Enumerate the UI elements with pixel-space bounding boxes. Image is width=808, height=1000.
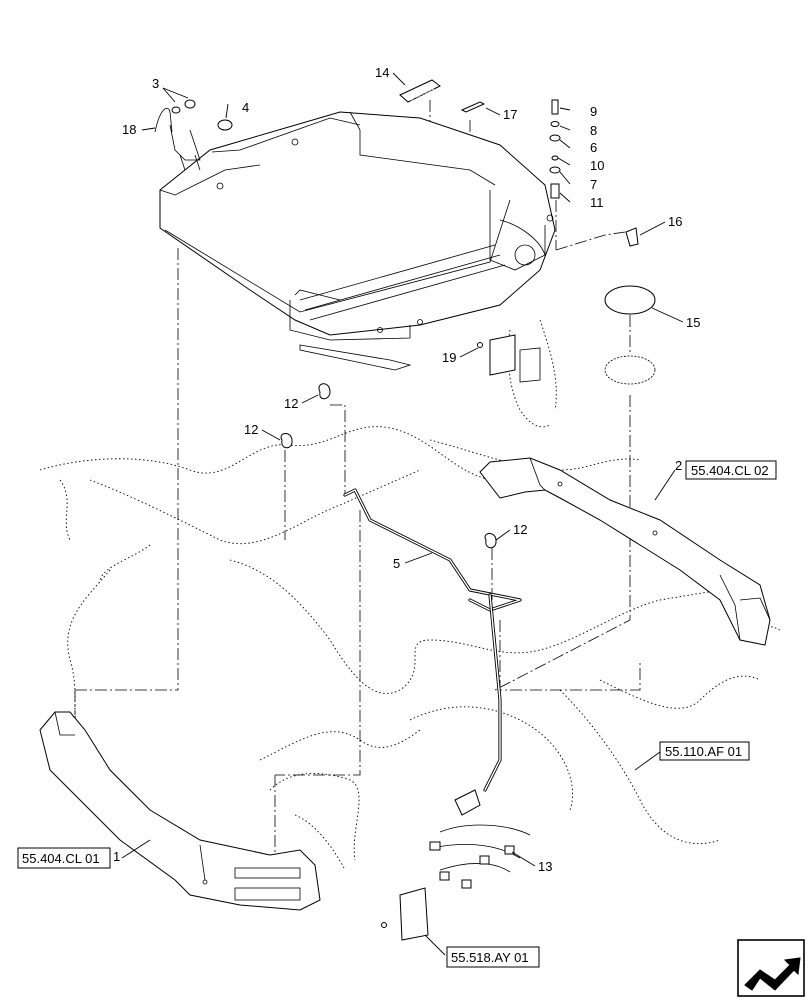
callout-15: 15 bbox=[686, 315, 700, 330]
reference-55-518-ay-01-text: 55.518.AY 01 bbox=[451, 950, 529, 965]
callout-8: 8 bbox=[590, 123, 597, 138]
callout-10: 10 bbox=[590, 158, 604, 173]
callout-13: 13 bbox=[538, 859, 552, 874]
seal-ring-15 bbox=[604, 285, 656, 385]
callout-9: 9 bbox=[590, 104, 597, 119]
left-fender-1 bbox=[39, 711, 321, 911]
reference-55-110-af-01[interactable]: 55.110.AF 01 bbox=[659, 741, 750, 761]
direction-arrow-icon bbox=[737, 939, 805, 997]
reference-55-518-ay-01[interactable]: 55.518.AY 01 bbox=[446, 946, 540, 968]
cab-body-outline bbox=[39, 319, 781, 871]
reference-55-110-af-01-text: 55.110.AF 01 bbox=[665, 744, 742, 759]
cap-part-4 bbox=[217, 119, 233, 131]
callout-14: 14 bbox=[375, 65, 389, 80]
callout-19: 19 bbox=[442, 350, 456, 365]
callout-6: 6 bbox=[590, 140, 597, 155]
callout-2: 2 bbox=[675, 458, 682, 473]
reference-boxes: 55.404.CL 02 55.110.AF 01 55.404.CL 01 5… bbox=[17, 460, 777, 968]
drain-hose-5 bbox=[343, 488, 522, 816]
clip-part-16 bbox=[625, 227, 639, 247]
hose-clip-12-c bbox=[484, 533, 497, 549]
reference-55-404-cl-01[interactable]: 55.404.CL 01 bbox=[17, 847, 111, 869]
caution-decal: CAUTION bbox=[399, 79, 441, 103]
reference-55-404-cl-01-text: 55.404.CL 01 bbox=[22, 851, 100, 866]
callout-12-c: 12 bbox=[513, 522, 527, 537]
callout-labels: 3 18 4 14 17 9 8 6 10 7 11 16 15 19 12 1… bbox=[113, 65, 700, 874]
strip-part-17 bbox=[460, 101, 486, 113]
callout-5: 5 bbox=[393, 556, 400, 571]
callout-1: 1 bbox=[113, 849, 120, 864]
callout-12-b: 12 bbox=[244, 422, 258, 437]
wire-harness-13 bbox=[381, 824, 531, 941]
bracket-part-19 bbox=[477, 334, 541, 383]
hardware-group-left bbox=[154, 99, 201, 171]
cab-roof-panel bbox=[159, 111, 556, 371]
hose-clip-12-b bbox=[280, 433, 293, 449]
callout-18: 18 bbox=[122, 122, 136, 137]
callout-7: 7 bbox=[590, 177, 597, 192]
callout-4: 4 bbox=[242, 100, 249, 115]
callout-17: 17 bbox=[503, 107, 517, 122]
leader-lines bbox=[121, 72, 684, 956]
right-fender-2 bbox=[479, 457, 771, 646]
callout-12-a: 12 bbox=[284, 396, 298, 411]
callout-11: 11 bbox=[590, 195, 604, 210]
callout-3: 3 bbox=[152, 76, 159, 91]
hose-clip-12-a bbox=[318, 383, 331, 400]
callout-16: 16 bbox=[668, 214, 682, 229]
bolt-stack bbox=[549, 99, 561, 199]
reference-55-404-cl-02-text: 55.404.CL 02 bbox=[691, 463, 769, 478]
reference-55-404-cl-02[interactable]: 55.404.CL 02 bbox=[685, 460, 777, 480]
